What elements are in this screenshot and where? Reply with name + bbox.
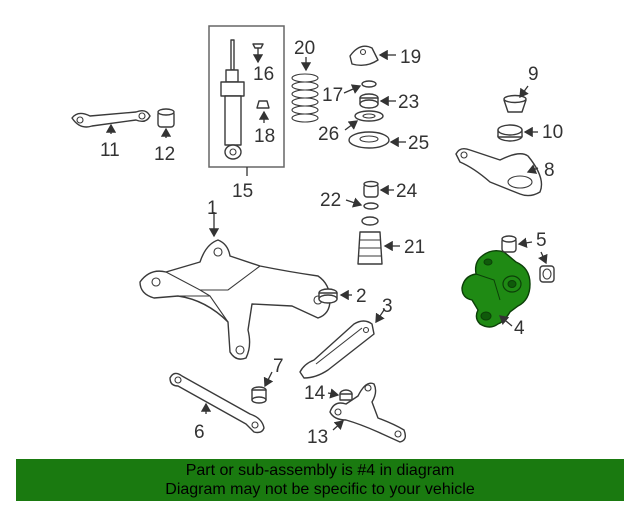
label-part-12: 12 [154, 144, 175, 165]
part-24-bump-stop[interactable] [363, 180, 394, 198]
label-part-3: 3 [382, 296, 393, 317]
part-12-bushing[interactable] [157, 108, 175, 138]
label-part-21: 21 [404, 237, 425, 258]
part-25-spring-seat[interactable] [348, 131, 406, 149]
callout-labels: 1 2 3 4 5 6 7 8 9 10 11 12 13 14 15 16 1… [100, 38, 563, 448]
label-part-22: 22 [320, 190, 341, 211]
part-26-insulator[interactable] [344, 110, 384, 131]
part-20-coil-spring[interactable] [291, 57, 319, 123]
part-2-bushing[interactable] [318, 288, 352, 304]
part-9-bushing[interactable] [503, 85, 529, 113]
part-19-top-mount[interactable] [349, 45, 396, 67]
info-banner: Part or sub-assembly is #4 in diagram Di… [16, 459, 624, 501]
part-23-bushing[interactable] [359, 93, 396, 109]
part-5-bushing[interactable] [501, 235, 555, 283]
label-part-16: 16 [253, 64, 274, 85]
part-4-knuckle-highlighted[interactable] [461, 249, 531, 328]
label-part-23: 23 [398, 92, 419, 113]
part-shock-absorber[interactable] [220, 39, 245, 160]
part-21-dust-boot[interactable] [357, 216, 400, 265]
part-3-bracket[interactable] [299, 309, 385, 379]
part-1-subframe[interactable] [139, 212, 331, 360]
label-part-1: 1 [207, 198, 218, 219]
label-part-17: 17 [322, 85, 343, 106]
part-18-bump-stop[interactable] [256, 100, 270, 123]
part-17-washer[interactable] [343, 80, 377, 94]
label-part-8: 8 [544, 160, 555, 181]
label-part-25: 25 [408, 133, 429, 154]
label-part-5: 5 [536, 230, 547, 251]
part-16-nut[interactable] [252, 43, 264, 64]
label-part-18: 18 [254, 126, 275, 147]
part-15-shock-assembly-box[interactable] [208, 25, 285, 176]
label-part-14: 14 [304, 383, 326, 404]
label-part-9: 9 [528, 64, 539, 85]
label-part-7: 7 [273, 356, 284, 377]
label-part-13: 13 [307, 427, 328, 448]
label-part-10: 10 [542, 122, 563, 143]
label-part-20: 20 [294, 38, 315, 59]
label-part-4: 4 [514, 318, 525, 339]
label-part-11: 11 [100, 140, 120, 161]
part-11-lateral-link[interactable] [71, 109, 151, 134]
part-13-lower-arm[interactable] [329, 382, 407, 443]
part-10-bushing[interactable] [497, 124, 538, 142]
part-7-bushing[interactable] [251, 371, 274, 404]
label-part-6: 6 [194, 422, 205, 443]
part-14-bushing[interactable] [327, 388, 353, 401]
label-part-19: 19 [400, 47, 421, 68]
part-22-washer[interactable] [345, 197, 379, 210]
label-part-26: 26 [318, 124, 339, 145]
label-part-24: 24 [396, 181, 418, 202]
part-8-upper-arm[interactable] [455, 147, 543, 197]
label-part-2: 2 [356, 286, 367, 307]
part-6-link-rod[interactable] [169, 372, 265, 434]
label-part-15: 15 [232, 181, 253, 202]
banner-line-disclaimer: Diagram may not be specific to your vehi… [165, 481, 475, 498]
banner-line-part-number: Part or sub-assembly is #4 in diagram [185, 462, 455, 479]
